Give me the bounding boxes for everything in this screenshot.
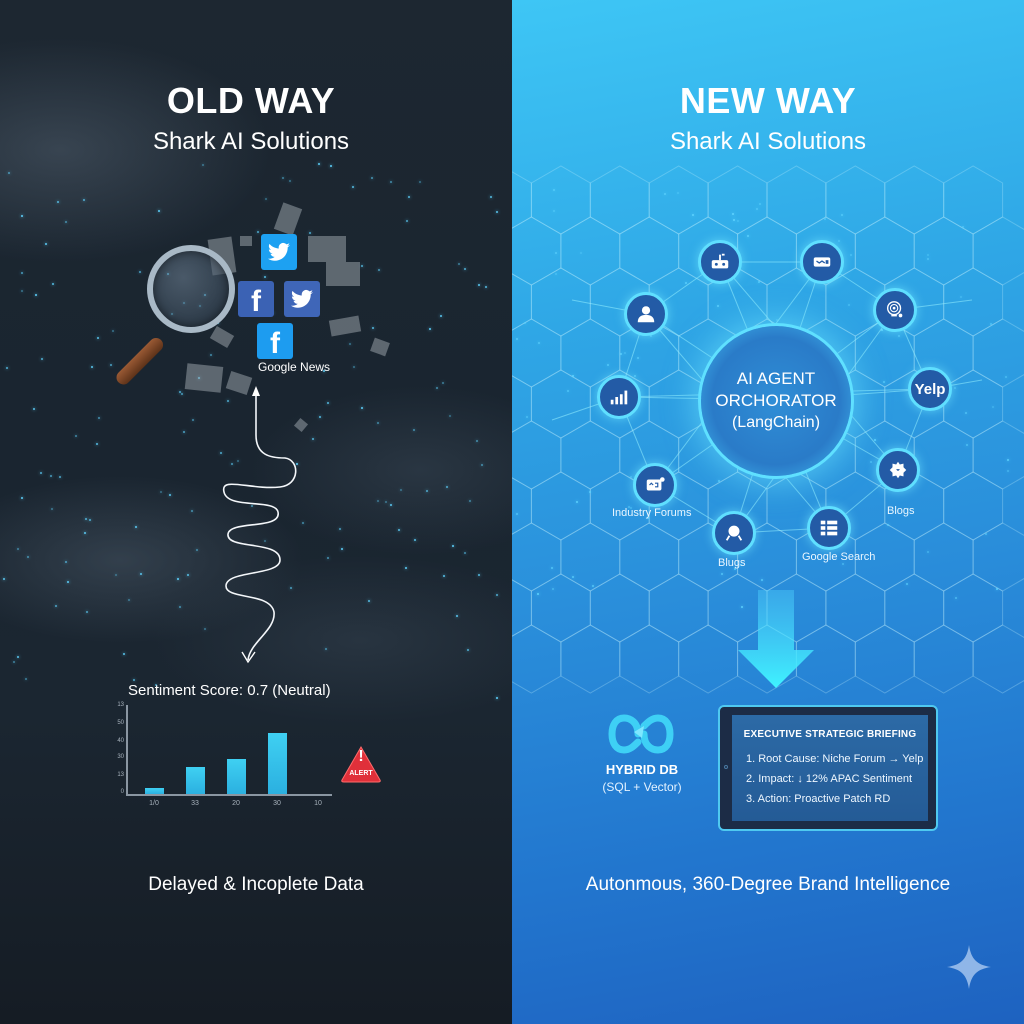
robot-icon [698,240,742,284]
y-tick: 13 [117,702,124,708]
briefing-item: 1. Root Cause: Niche Forum → Yelp [746,753,924,765]
ticket-icon [800,240,844,284]
old-way-subtitle: Shark AI Solutions [152,128,350,155]
list-icon [807,506,851,550]
winding-path-arrow [223,386,297,664]
bar-chart-icon [597,375,641,419]
new-way-panel: NEW WAY Shark AI Solutions [512,0,1024,1024]
yelp-icon: Yelp [908,367,952,411]
sentiment-bar-chart: 13 50 40 30 13 0 1/0 33 20 30 10 [112,700,334,810]
y-tick: 40 [117,738,124,744]
hybrid-db-link-icon [608,714,674,754]
x-tick: 1/0 [149,800,159,807]
orchestrator-label-line2: ORCHORATOR [715,391,837,410]
y-axis [126,705,128,795]
briefing-title: EXECUTIVE STRATEGIC BRIEFING [743,729,917,740]
radar-icon [873,288,917,332]
data-shard [328,315,362,337]
y-tick: 0 [120,789,124,795]
y-tick: 50 [117,720,124,726]
chart-bar [186,767,205,794]
hybrid-db-title: HYBRID DB [605,762,679,777]
tablet-camera [724,765,728,769]
y-tick: 13 [117,772,124,778]
alert-label: ALERT [349,770,373,777]
old-way-panel: OLD WAY Shark AI Solutions f f Google Ne… [0,0,512,1024]
data-shard [370,337,390,357]
search-person-icon [712,511,756,555]
blog-icon [876,448,920,492]
chart-bar [145,788,164,794]
ai-agent-orchestrator-hub: AI AGENT ORCHORATOR (LangChain) [701,326,851,476]
data-shard [308,236,346,262]
node-label-blugs: Blugs [718,557,746,569]
old-way-caption: Delayed & Incoplete Data [148,874,364,895]
executive-briefing-tablet: EXECUTIVE STRATEGIC BRIEFING 1. Root Cau… [718,705,938,831]
twitter-icon [261,234,297,270]
tablet-screen: EXECUTIVE STRATEGIC BRIEFING 1. Root Cau… [732,715,928,821]
new-way-subtitle: Shark AI Solutions [669,128,867,155]
new-way-caption: Autonmous, 360-Degree Brand Intelligence [585,874,951,895]
chart-bar [227,759,246,794]
facebook-icon: f [257,323,293,360]
new-way-title: NEW WAY [679,80,857,121]
data-shard [326,262,360,286]
facebook-icon: f [238,281,274,318]
x-axis [126,794,332,796]
briefing-item: 2. Impact: ↓ 12% APAC Sentiment [746,773,913,785]
chart-title: Sentiment Score: 0.7 (Neutral) [128,682,331,699]
twitter-icon [284,281,320,317]
alert-exclamation: ! [358,748,364,765]
data-shard [240,236,252,246]
yelp-text: Yelp [914,380,946,398]
node-label-google-search: Google Search [802,551,876,563]
magnifier-icon [105,245,245,388]
chart-bar [268,733,287,794]
node-label-industry-forums: Industry Forums [612,507,692,519]
forum-icon [633,463,677,507]
hybrid-db-subtitle: (SQL + Vector) [602,780,682,794]
orchestrator-label-line1: AI AGENT [736,369,816,388]
down-arrow-icon [738,590,814,688]
google-news-label: Google News [258,360,331,374]
x-tick: 10 [314,800,322,807]
data-shard [273,202,303,236]
orchestrator-label-line3: (LangChain) [731,414,821,431]
alert-warning-icon: ! ALERT [340,744,382,784]
user-icon [624,292,668,336]
node-label-blogs: Blogs [887,505,915,517]
sparkle-icon [947,945,991,989]
x-tick: 33 [191,800,199,807]
old-way-title: OLD WAY [166,80,336,121]
y-tick: 30 [117,754,124,760]
x-tick: 30 [273,800,281,807]
x-tick: 20 [232,800,240,807]
briefing-item: 3. Action: Proactive Patch RD [746,793,891,805]
